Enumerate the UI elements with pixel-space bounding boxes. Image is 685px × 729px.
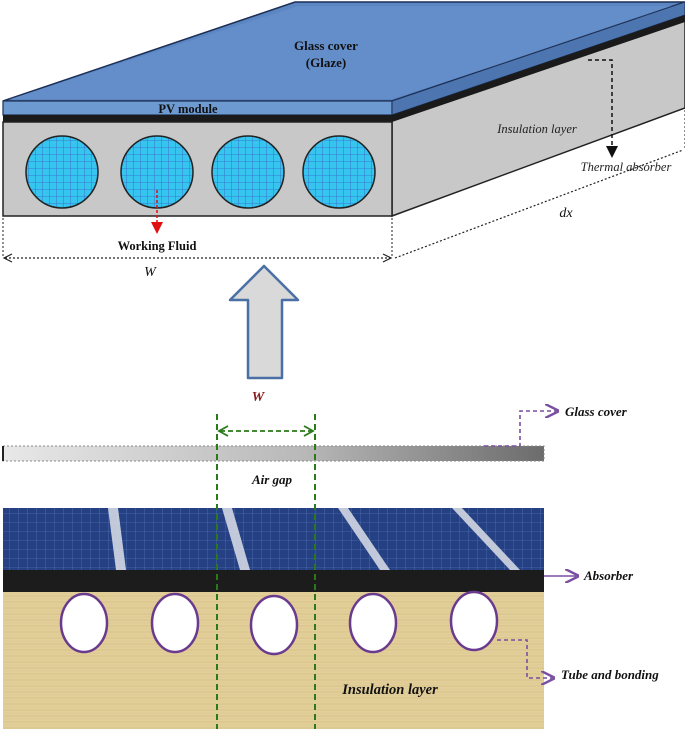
glass-cover-label: Glass cover	[294, 38, 358, 53]
pv-module-label: PV module	[158, 102, 218, 116]
working-fluid-label: Working Fluid	[118, 239, 197, 253]
thermal-absorber-pointer	[588, 59, 618, 158]
width-label-top: W	[144, 265, 157, 280]
thermal-absorber-label: Thermal absorber	[581, 160, 672, 174]
tube-cross-section	[249, 594, 299, 656]
bottom-cross-section: Glass cover Air gap Absorber Tube and bo…	[2, 404, 659, 729]
tube-cross-section	[59, 592, 109, 654]
tube-cross-section	[348, 592, 398, 654]
tube-bonding-pointer	[497, 639, 552, 678]
absorber-label: Absorber	[583, 568, 634, 583]
glass-cover-sublabel: (Glaze)	[306, 55, 346, 70]
insulation-layer-label: Insulation layer	[496, 122, 577, 136]
absorber-bar	[3, 570, 544, 592]
dx-dimension-line	[394, 149, 684, 259]
pv-module-layer	[3, 115, 392, 122]
top-collector-3d: Glass cover (Glaze) PV module Insulation…	[2, 1, 685, 280]
tube-cross-section	[449, 590, 499, 652]
glass-cover-pointer	[484, 411, 556, 447]
tube-cross-section	[25, 135, 99, 209]
glass-cover-bar	[2, 445, 545, 462]
tube-row-top	[25, 135, 376, 209]
tube-cross-section	[211, 135, 285, 209]
bottom-insulation-label: Insulation layer	[341, 682, 438, 698]
cross-section-arrow: W	[228, 264, 300, 405]
pv-panel-strip	[3, 508, 544, 570]
width-label-arrow: W	[252, 390, 266, 405]
tube-cross-section	[150, 592, 200, 654]
bottom-glass-cover-label: Glass cover	[565, 404, 628, 419]
air-gap-label: Air gap	[251, 472, 293, 487]
tube-cross-section	[302, 135, 376, 209]
tube-bonding-label: Tube and bonding	[561, 667, 659, 682]
tube-row-bottom	[59, 590, 499, 656]
dx-label: dx	[559, 206, 573, 221]
